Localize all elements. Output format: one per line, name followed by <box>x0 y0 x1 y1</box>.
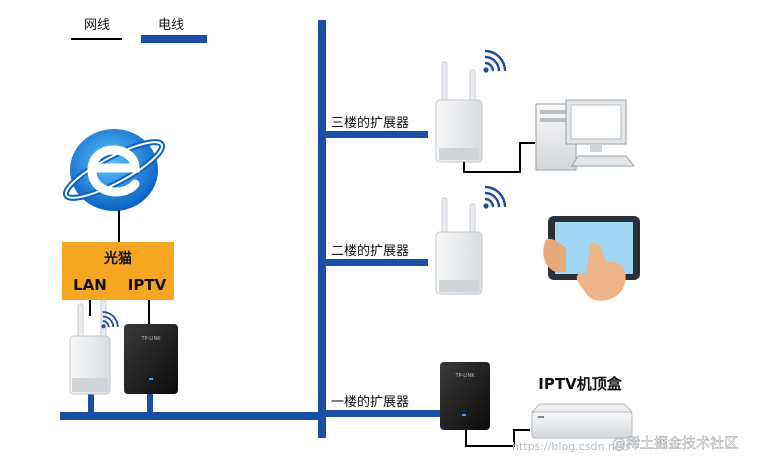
power-line-horizontal <box>60 412 324 420</box>
first-floor-powerline-adapter-icon: TP-LINK <box>440 362 490 430</box>
set-top-box-icon <box>530 403 634 439</box>
legend-power-label: 电线 <box>158 18 184 33</box>
legend-network-swatch <box>71 38 122 40</box>
third-floor-network-cable <box>463 142 535 173</box>
modem-iptv-port: IPTV <box>128 276 167 294</box>
set-top-box-label: IPTV机顶盒 <box>538 375 622 393</box>
first-floor-extender-label: 一楼的扩展器 <box>331 394 409 410</box>
watermark: https://blog.csdn.net/ @稀土掘金技术社区 <box>512 436 738 453</box>
watermark-juejin: @稀土掘金技术社区 <box>612 436 738 452</box>
powerline-adapter-icon: TP-LINK <box>124 324 178 394</box>
modem-box: 光猫 LAN IPTV <box>62 242 174 300</box>
power-drop-left-extender <box>88 392 94 414</box>
power-line-wiring <box>60 20 440 438</box>
internet-e-icon <box>62 129 166 211</box>
wifi-icon-second <box>482 185 507 210</box>
power-line-second-floor <box>322 259 428 266</box>
desktop-pc-icon <box>535 99 636 171</box>
first-adapter-brand-label: TP-LINK <box>454 373 475 379</box>
third-floor-extender-label: 三楼的扩展器 <box>331 115 409 131</box>
modem-title: 光猫 <box>103 250 132 267</box>
iptv-cable <box>148 300 150 324</box>
first-floor-network-cable <box>465 429 530 447</box>
second-floor-wireless-extender-icon <box>435 197 483 295</box>
internet-to-modem-cable <box>118 210 120 242</box>
wifi-icon-third <box>482 49 507 74</box>
power-line-vertical <box>318 20 326 438</box>
power-line-first-floor <box>322 410 440 417</box>
watermark-url: https://blog.csdn.net/ <box>512 440 630 453</box>
third-floor-wireless-extender-icon <box>435 61 483 163</box>
power-line-third-floor <box>322 131 428 138</box>
legend-network-label: 网线 <box>84 18 110 33</box>
tablet-hand-icon <box>543 216 640 301</box>
legend: 网线 电线 <box>71 18 207 43</box>
legend-power-swatch <box>141 35 207 43</box>
adapter-brand-label: TP-LINK <box>140 336 161 342</box>
modem-lan-port: LAN <box>73 276 107 294</box>
power-drop-left-adapter <box>147 392 153 414</box>
lan-cable <box>89 300 91 316</box>
second-floor-extender-label: 二楼的扩展器 <box>331 243 409 259</box>
